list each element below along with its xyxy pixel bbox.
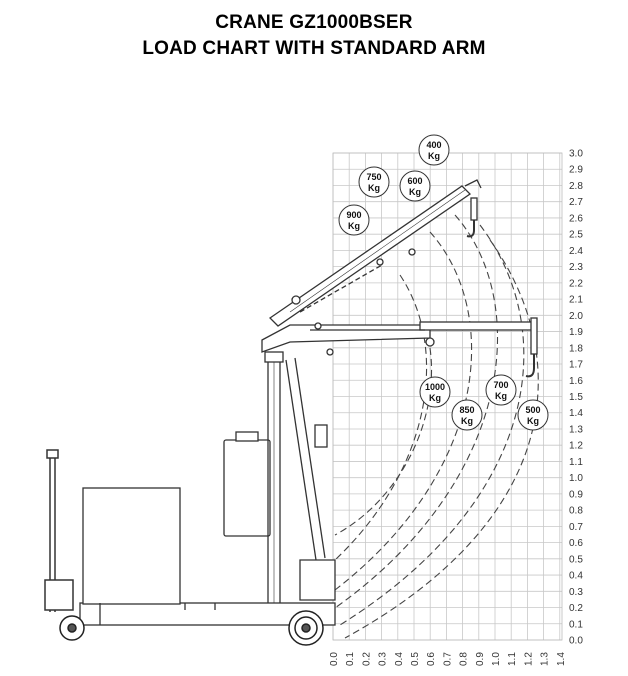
x-tick-label: 0.3: [378, 652, 389, 666]
y-tick-label: 1.1: [569, 457, 583, 468]
crane-mast: [264, 351, 336, 603]
motor-housing: [223, 439, 271, 537]
base-platform: [79, 602, 336, 626]
y-tick-label: 2.6: [569, 213, 583, 224]
y-tick-label: 1.6: [569, 376, 583, 387]
load-badge-circle: [418, 134, 450, 166]
title-line-2: LOAD CHART WITH STANDARD ARM: [142, 38, 486, 59]
load-badge-circle: [338, 204, 370, 236]
load-badge-value: 500: [525, 405, 540, 415]
motor-cap: [235, 431, 259, 442]
reach-arc-1000: [334, 347, 433, 536]
load-badge-value: 850: [459, 405, 474, 415]
y-tick-label: 0.4: [569, 571, 583, 582]
horizontal-arm: [261, 317, 538, 378]
y-tick-label: 2.1: [569, 295, 583, 306]
raised-arm: [268, 179, 482, 327]
x-tick-label: 0.0: [329, 652, 340, 666]
load-badge-value: 400: [426, 140, 441, 150]
y-tick-label: 0.1: [569, 619, 583, 630]
y-tick-label: 0.6: [569, 538, 583, 549]
reach-arc-400: [344, 239, 539, 639]
y-tick-label: 0.3: [569, 587, 583, 598]
x-tick-label: 0.5: [410, 652, 421, 666]
load-badge-circle: [358, 166, 390, 198]
x-tick-label: 0.2: [361, 652, 372, 666]
y-tick-label: 0.8: [569, 506, 583, 517]
load-badge-circle: [419, 376, 451, 408]
load-badge-circle: [399, 170, 431, 202]
load-badge-unit: Kg: [429, 393, 441, 403]
y-tick-label: 2.0: [569, 311, 583, 322]
reach-arc-500: [339, 224, 525, 626]
y-tick-label: 3.0: [569, 149, 583, 160]
load-badge-value: 750: [366, 172, 381, 182]
x-tick-label: 0.6: [426, 652, 437, 666]
y-tick-label: 2.5: [569, 230, 583, 241]
y-tick-label: 0.5: [569, 554, 583, 565]
load-badge-value: 900: [346, 210, 361, 220]
load-badges: 400Kg750Kg600Kg900Kg1000Kg700Kg850Kg500K…: [338, 134, 549, 431]
x-tick-label: 0.1: [345, 652, 356, 666]
y-tick-label: 1.2: [569, 441, 583, 452]
load-badge-circle: [517, 399, 549, 431]
crane-base: [79, 431, 336, 626]
load-badge-unit: Kg: [461, 416, 473, 426]
x-tick-label: 0.9: [475, 652, 486, 666]
title-line-1: CRANE GZ1000BSER: [215, 12, 413, 33]
x-tick-label: 1.0: [491, 652, 502, 666]
y-tick-label: 0.7: [569, 522, 583, 533]
load-badge-unit: Kg: [495, 391, 507, 401]
x-tick-label: 1.4: [556, 652, 567, 666]
y-tick-label: 1.9: [569, 327, 583, 338]
y-tick-label: 1.0: [569, 473, 583, 484]
x-tick-label: 0.8: [459, 652, 470, 666]
x-tick-label: 1.1: [507, 652, 518, 666]
load-badge-value: 700: [493, 380, 508, 390]
y-tick-label: 1.3: [569, 424, 583, 435]
push-handle: [44, 449, 74, 612]
load-badge-circle: [451, 399, 483, 431]
y-tick-label: 0.0: [569, 636, 583, 647]
reach-arc-850: [334, 274, 428, 561]
y-tick-label: 2.3: [569, 262, 583, 273]
y-tick-label: 1.7: [569, 360, 583, 371]
load-badge-value: 1000: [425, 382, 445, 392]
y-tick-label: 1.4: [569, 408, 583, 419]
load-badge-unit: Kg: [409, 187, 421, 197]
load-badge-value: 600: [407, 176, 422, 186]
y-tick-label: 1.8: [569, 343, 583, 354]
x-tick-label: 0.4: [394, 652, 405, 666]
y-tick-label: 2.9: [569, 165, 583, 176]
x-axis-ticks: 0.0 0.1 0.2 0.3 0.4 0.5 0.6 0.7 0.8 0.9 1.0 1.1 1.2 1…: [329, 652, 567, 666]
wheels: [59, 610, 324, 646]
counterweight-block: [82, 487, 181, 605]
y-tick-label: 0.9: [569, 489, 583, 500]
load-badge-unit: Kg: [348, 221, 360, 231]
x-tick-label: 1.3: [540, 652, 551, 666]
reach-arc-700: [334, 231, 473, 591]
y-tick-label: 2.8: [569, 181, 583, 192]
load-badge-circle: [485, 374, 517, 406]
y-tick-label: 2.2: [569, 278, 583, 289]
load-badge-unit: Kg: [527, 416, 539, 426]
y-tick-label: 2.7: [569, 197, 583, 208]
y-axis-ticks: 0.0 0.1 0.2 0.3 0.4 0.5 0.6 0.7 0.8 0.9 1.0 1.1 1.2 1…: [569, 149, 583, 647]
load-badge-unit: Kg: [368, 183, 380, 193]
y-tick-label: 1.5: [569, 392, 583, 403]
x-tick-label: 1.2: [523, 652, 534, 666]
x-tick-label: 0.7: [442, 652, 453, 666]
y-tick-label: 0.2: [569, 603, 583, 614]
y-tick-label: 2.4: [569, 246, 583, 257]
load-badge-unit: Kg: [428, 151, 440, 161]
